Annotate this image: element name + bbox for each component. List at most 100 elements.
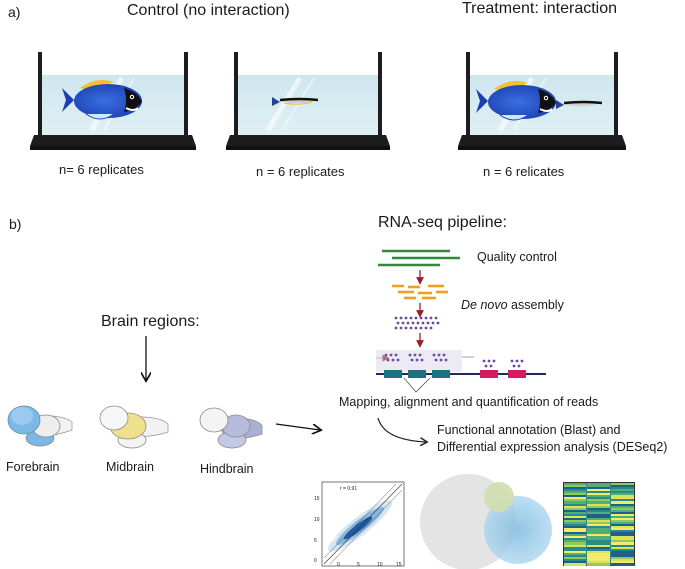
heatmap-cell bbox=[564, 530, 587, 534]
panel-b-label: b) bbox=[9, 216, 22, 232]
heatmap-cell bbox=[610, 560, 634, 564]
heatmap-cell bbox=[564, 509, 587, 513]
midbrain-label: Midbrain bbox=[106, 460, 154, 474]
heatmap-cell bbox=[587, 530, 610, 534]
heatmap-cell bbox=[587, 556, 610, 560]
heatmap-cell bbox=[564, 536, 587, 540]
heatmap-cell bbox=[587, 560, 610, 564]
treatment-title: Treatment: interaction bbox=[462, 0, 618, 17]
tank-2-caption: n = 6 replicates bbox=[256, 164, 345, 179]
heatmap-cell bbox=[564, 493, 587, 497]
heatmap-cell bbox=[610, 515, 634, 519]
heatmap-cell bbox=[610, 503, 634, 507]
heatmap-cell bbox=[587, 542, 610, 546]
heatmap-cell bbox=[564, 511, 587, 515]
correlation-scatter-plot bbox=[321, 481, 405, 567]
tank-1 bbox=[30, 52, 196, 150]
scatter-x-tick: 15 bbox=[396, 562, 402, 568]
panel-a-label: a) bbox=[8, 4, 21, 20]
heatmap-cell bbox=[587, 517, 610, 521]
heatmap-cell bbox=[587, 521, 610, 525]
heatmap-cell bbox=[610, 489, 634, 493]
heatmap-cell bbox=[587, 503, 610, 507]
heatmap-cell bbox=[610, 546, 634, 550]
heatmap-cell bbox=[587, 544, 610, 548]
heatmap-cell bbox=[587, 513, 610, 517]
heatmap-cell bbox=[564, 544, 587, 548]
heatmap-cell bbox=[587, 499, 610, 503]
assembly-label: De novo assembly bbox=[461, 298, 564, 312]
heatmap-cell bbox=[587, 505, 610, 509]
heatmap-cell bbox=[564, 558, 587, 562]
heatmap-cell bbox=[610, 558, 634, 562]
heatmap-cell bbox=[610, 507, 634, 511]
gene-model-icon bbox=[376, 350, 546, 393]
heatmap-cell bbox=[610, 536, 634, 540]
heatmap-cell bbox=[610, 562, 634, 566]
heatmap-cell bbox=[564, 499, 587, 503]
heatmap-cell bbox=[587, 501, 610, 505]
blue-tang-fish-icon bbox=[476, 81, 556, 121]
heatmap-cell bbox=[587, 511, 610, 515]
heatmap-cell bbox=[610, 493, 634, 497]
heatmap-cell bbox=[564, 562, 587, 566]
heatmap-cell bbox=[587, 526, 610, 530]
heatmap-cell bbox=[587, 528, 610, 532]
heatmap-cell bbox=[610, 542, 634, 546]
tank-2 bbox=[226, 52, 390, 150]
heatmap-cell bbox=[610, 487, 634, 491]
cleaner-wrasse-fish-icon bbox=[272, 97, 319, 106]
heatmap-cell bbox=[564, 505, 587, 509]
heatmap-cell bbox=[564, 507, 587, 511]
heatmap-cell bbox=[564, 538, 587, 542]
heatmap-cell bbox=[610, 530, 634, 534]
heatmap-cell bbox=[564, 515, 587, 519]
heatmap-cell bbox=[610, 483, 634, 486]
heatmap-cell bbox=[564, 556, 587, 560]
heatmap-cell bbox=[564, 552, 587, 556]
heatmap-cell bbox=[587, 550, 610, 554]
assembly-label-rest: assembly bbox=[507, 298, 564, 312]
heatmap-cell bbox=[564, 550, 587, 554]
heatmap-cell bbox=[564, 519, 587, 523]
heatmap-cell bbox=[587, 558, 610, 562]
heatmap-cell bbox=[564, 524, 587, 527]
heatmap-cell bbox=[610, 544, 634, 548]
heatmap-cell bbox=[564, 503, 587, 507]
heatmap-cell bbox=[564, 528, 587, 532]
heatmap-cell bbox=[587, 497, 610, 501]
heatmap-cell bbox=[587, 483, 610, 486]
blue-tang-fish-icon bbox=[62, 80, 142, 120]
heatmap-cell bbox=[564, 485, 587, 489]
heatmap-cell bbox=[587, 507, 610, 511]
forebrain-icon bbox=[7, 405, 73, 447]
heatmap-cell bbox=[587, 519, 610, 523]
heatmap-cell bbox=[564, 542, 587, 546]
heatmap-cell bbox=[610, 556, 634, 560]
heatmap-cell bbox=[610, 513, 634, 517]
scatter-x-tick: 5 bbox=[357, 562, 360, 568]
to-pipeline-arrow bbox=[275, 423, 320, 430]
heatmap-cell bbox=[587, 487, 610, 491]
functional-annotation-line-1: Functional annotation (Blast) and bbox=[437, 423, 621, 437]
midbrain-icon bbox=[99, 405, 169, 449]
heatmap-cell bbox=[587, 562, 610, 566]
heatmap-cell bbox=[610, 526, 634, 530]
heatmap-cell bbox=[587, 485, 610, 489]
hindbrain-label: Hindbrain bbox=[200, 462, 254, 476]
functional-annotation-line-2: Differential expression analysis (DESeq2… bbox=[437, 440, 668, 454]
forebrain-label: Forebrain bbox=[6, 460, 60, 474]
heatmap-cell bbox=[564, 560, 587, 564]
heatmap-cell bbox=[587, 491, 610, 495]
pipeline-title: RNA-seq pipeline: bbox=[378, 214, 507, 231]
heatmap-cell bbox=[564, 501, 587, 505]
mapping-label: Mapping, alignment and quantification of… bbox=[339, 395, 599, 409]
heatmap-cell bbox=[610, 550, 634, 554]
contigs-icon bbox=[394, 316, 440, 330]
heatmap-cell bbox=[610, 491, 634, 495]
scatter-y-tick: 10 bbox=[314, 517, 320, 523]
heatmap-cell bbox=[587, 536, 610, 540]
tank-3 bbox=[458, 52, 626, 150]
heatmap-cell bbox=[587, 540, 610, 544]
